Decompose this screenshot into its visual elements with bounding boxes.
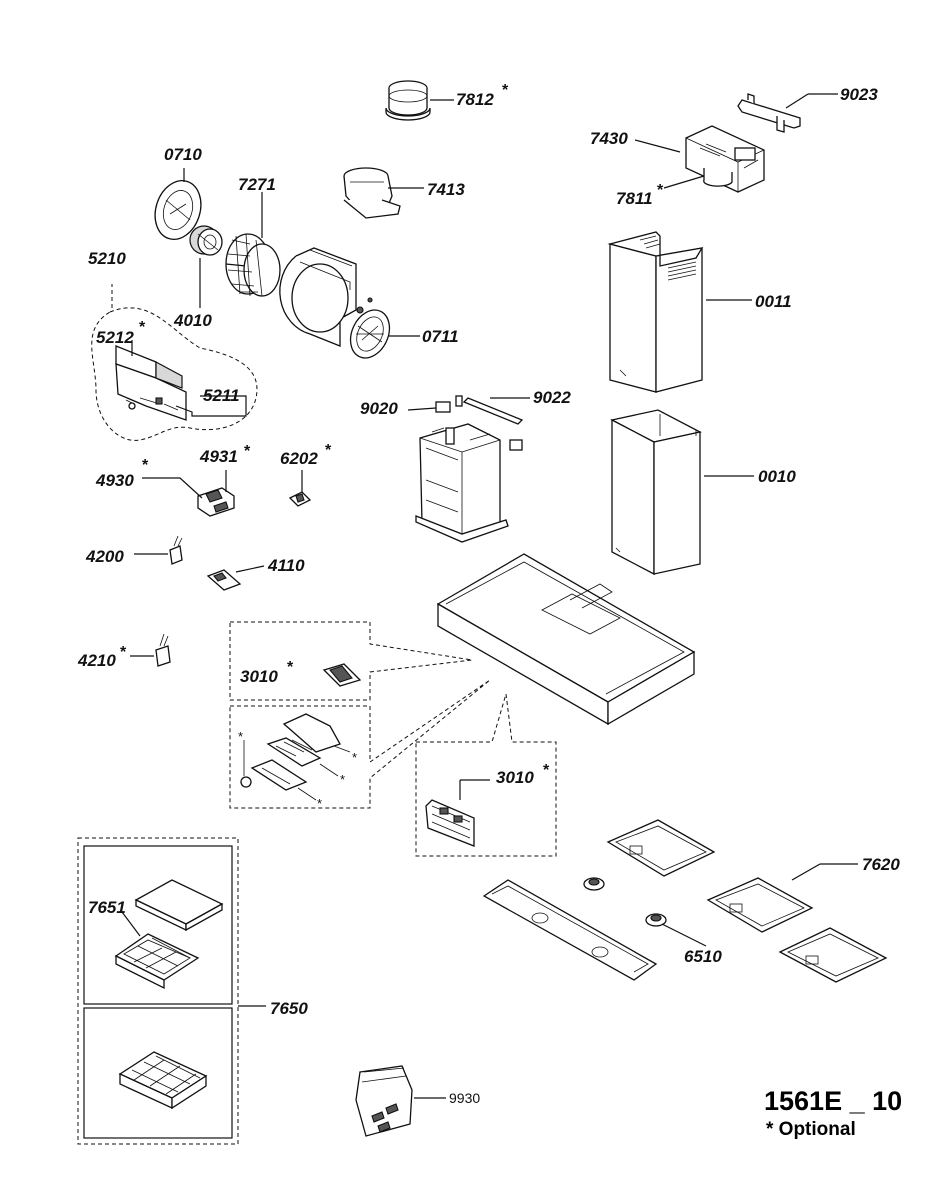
label-0011: 0011	[755, 292, 792, 311]
motor-bracket-0710[interactable]	[148, 175, 208, 246]
carbon-cartridge[interactable]	[118, 1051, 208, 1110]
label-4010: 4010	[173, 311, 212, 330]
optional-marker: *	[287, 659, 294, 676]
label-7811: 7811	[616, 189, 653, 208]
kit-box-7650	[77, 837, 239, 1145]
optional-marker: *	[543, 762, 550, 779]
label-4200: 4200	[85, 547, 124, 566]
grease-filter-2[interactable]	[706, 877, 814, 933]
label-7812: 7812	[456, 90, 494, 109]
lower-chimney-0010[interactable]	[610, 409, 702, 576]
label-7651: 7651	[88, 898, 126, 917]
label-0010: 0010	[758, 467, 796, 486]
label-3010-b: 3010	[496, 768, 534, 787]
duct-collar-7812[interactable]	[385, 80, 431, 121]
capacitor-4200[interactable]	[169, 535, 183, 565]
kit-frame-upper	[83, 845, 233, 1005]
label-9023: 9023	[840, 85, 878, 104]
kit-frame-lower	[83, 1007, 233, 1139]
accessory-set[interactable]	[240, 713, 341, 791]
label-0710: 0710	[164, 145, 202, 164]
control-box-5212[interactable]	[115, 345, 187, 421]
label-7413: 7413	[427, 180, 465, 199]
label-4210: 4210	[77, 651, 116, 670]
label-4110: 4110	[267, 556, 305, 575]
optional-marker: *	[244, 443, 251, 460]
label-4931: 4931	[199, 447, 238, 466]
adapter-7413[interactable]	[343, 167, 401, 219]
optional-marker: *	[352, 750, 357, 765]
clip-6202[interactable]	[288, 491, 312, 507]
optional-marker: *	[325, 442, 332, 459]
control-panel-3010-b[interactable]	[425, 799, 475, 847]
label-9020: 9020	[360, 399, 398, 418]
bracket-9023[interactable]	[737, 93, 801, 133]
upper-chimney-0011[interactable]	[607, 231, 704, 393]
lamp-6510-a[interactable]	[583, 877, 605, 891]
lamp-6510-b[interactable]	[645, 913, 667, 927]
hood-canopy[interactable]	[436, 553, 696, 726]
optional-marker: *	[340, 772, 345, 787]
label-5211: 5211	[203, 386, 240, 405]
label-9930: 9930	[449, 1090, 480, 1106]
label-6510: 6510	[684, 947, 722, 966]
option-box-accessories	[229, 679, 491, 809]
light-switch-4110[interactable]	[206, 569, 242, 591]
label-7650: 7650	[270, 999, 308, 1018]
label-7271: 7271	[238, 175, 276, 194]
screw-bag-9930[interactable]	[355, 1065, 413, 1137]
optional-marker: *	[238, 729, 243, 744]
label-5210: 5210	[88, 249, 126, 268]
mount-clip-9020[interactable]	[435, 401, 451, 413]
optional-marker: *	[142, 457, 149, 474]
optional-marker: *	[657, 182, 664, 199]
grease-filter-3[interactable]	[778, 927, 888, 983]
optional-marker: *	[120, 644, 127, 661]
light-panel[interactable]	[482, 879, 658, 981]
label-6202: 6202	[280, 449, 318, 468]
label-4930: 4930	[95, 471, 134, 490]
blower-housing[interactable]	[279, 247, 373, 347]
optional-marker: *	[502, 82, 509, 99]
carbon-filter-7651[interactable]	[134, 879, 224, 932]
label-7430: 7430	[590, 129, 628, 148]
fan-guard-0711[interactable]	[343, 304, 397, 365]
switch-4930[interactable]	[197, 487, 235, 517]
motor-support-frame[interactable]	[415, 423, 509, 543]
optional-note: * Optional	[766, 1119, 856, 1140]
control-panel-3010-a[interactable]	[322, 663, 362, 687]
document-id: 1561E _ 10	[764, 1086, 902, 1116]
optional-marker: *	[139, 319, 146, 336]
grease-filter-1[interactable]	[606, 819, 716, 877]
air-outlet-7430[interactable]	[685, 125, 765, 193]
side-bracket[interactable]	[455, 395, 523, 451]
option-box-3010-b	[415, 693, 557, 857]
label-3010-a: 3010	[240, 667, 278, 686]
label-5212: 5212	[96, 328, 134, 347]
filter-frame[interactable]	[114, 933, 200, 990]
label-7620: 7620	[862, 855, 900, 874]
option-box-3010-a	[229, 621, 473, 701]
label-9022: 9022	[533, 388, 571, 407]
fan-wheel-7271[interactable]	[225, 233, 281, 297]
capacitor-4210[interactable]	[155, 633, 171, 667]
optional-marker: *	[317, 796, 322, 811]
rail-9022[interactable]	[462, 397, 524, 425]
control-box-group-outline	[91, 307, 258, 441]
label-0711: 0711	[422, 327, 459, 346]
motor-4010[interactable]	[189, 225, 223, 256]
